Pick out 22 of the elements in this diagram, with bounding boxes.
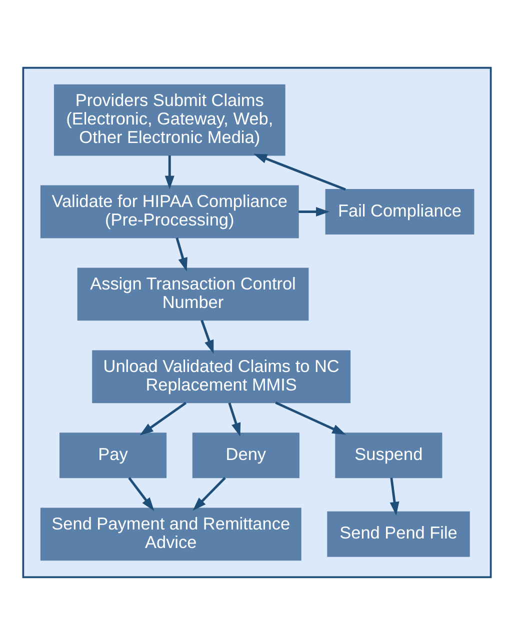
arrow [253, 153, 346, 190]
arrow [390, 477, 400, 515]
arrow [275, 401, 346, 434]
arrow [140, 401, 187, 435]
node-box: Unload Validated Claims to NC Replacement MMIS [92, 350, 351, 403]
node-box: Suspend [335, 432, 442, 478]
node-box: Validate for HIPAA Compliance (Pre-Processing) [40, 184, 299, 238]
arrow [164, 155, 174, 189]
node-box: Deny [192, 432, 300, 478]
node-box: Fail Compliance [325, 188, 474, 234]
node-box: Send Pend File [327, 510, 470, 556]
node-box: Pay [59, 432, 167, 478]
cluster [22, 66, 492, 578]
arrow [192, 476, 226, 510]
arrow [298, 206, 330, 216]
arrow [128, 476, 154, 510]
node-box: Providers Submit Claims (Electronic, Gateway, Web, Other Electronic Media) [54, 84, 286, 156]
arrow [228, 402, 241, 436]
arrow [176, 237, 188, 271]
node-box: Send Payment and Remittance Advice [40, 507, 302, 560]
node-box: Assign Transaction Control Number [77, 267, 309, 320]
arrow [200, 319, 214, 354]
